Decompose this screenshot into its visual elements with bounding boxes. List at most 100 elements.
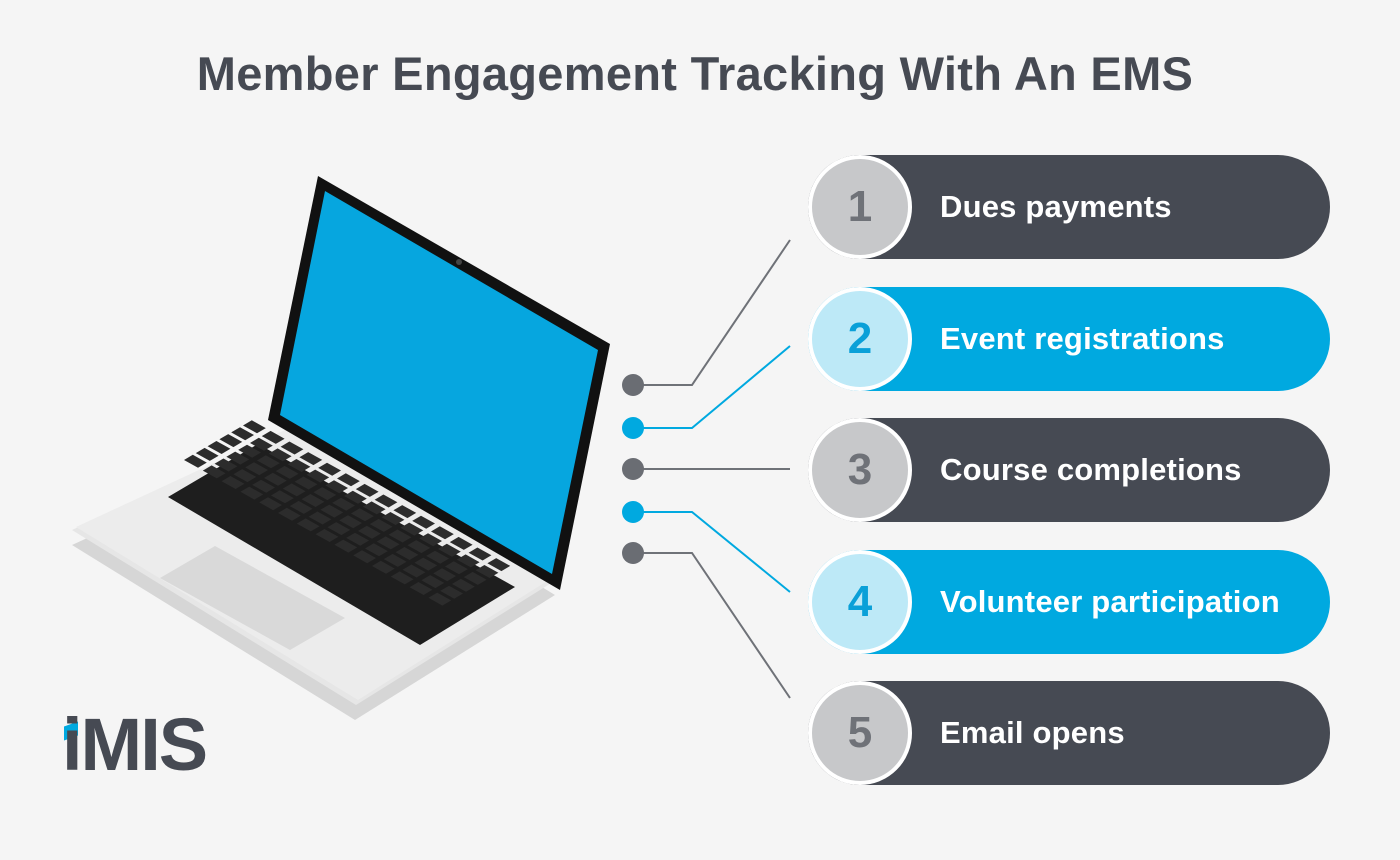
keyboard-key bbox=[207, 441, 231, 454]
keyboard-key bbox=[463, 571, 487, 585]
item-label: Dues payments bbox=[940, 189, 1172, 224]
keyboard-key bbox=[452, 578, 475, 592]
keyboard-key bbox=[250, 437, 273, 451]
keyboard-key bbox=[431, 526, 454, 540]
keyboard-key bbox=[282, 483, 306, 497]
keyboard-key bbox=[426, 550, 449, 564]
keyboard-key bbox=[299, 452, 323, 466]
keyboard-key bbox=[313, 487, 337, 501]
keyboard-key bbox=[318, 462, 341, 476]
connector-lines bbox=[622, 239, 791, 699]
keyboard-key bbox=[280, 441, 304, 455]
keyboard-key bbox=[287, 459, 311, 472]
keyboard-key bbox=[390, 571, 414, 585]
item-number-badge: 5 bbox=[808, 681, 912, 785]
item-number-badge: 1 bbox=[808, 155, 912, 259]
keyboard-key bbox=[421, 575, 445, 589]
keyboard-key bbox=[268, 448, 292, 462]
keyboard-key bbox=[257, 455, 280, 469]
keyboard-key bbox=[449, 536, 473, 550]
keyboard-key bbox=[332, 497, 355, 511]
keyboard-key bbox=[195, 447, 219, 461]
page-title: Member Engagement Tracking With An EMS bbox=[196, 47, 1194, 100]
keyboard-key bbox=[365, 543, 388, 557]
keyboard-key bbox=[407, 540, 431, 554]
keyboard-key bbox=[184, 454, 207, 468]
connector-dot-5 bbox=[622, 542, 644, 564]
keyboard-key bbox=[294, 476, 318, 490]
keyboard-key bbox=[383, 553, 407, 567]
keyboard-key bbox=[395, 547, 419, 560]
keyboard-key bbox=[306, 469, 330, 483]
keyboard-key bbox=[487, 558, 511, 572]
keyboard-key bbox=[358, 525, 381, 539]
keyboard-key bbox=[261, 430, 285, 444]
item-number-badge: 3 bbox=[808, 418, 912, 522]
engagement-item-3: 3 Course completions bbox=[808, 418, 1330, 522]
keyboard-key bbox=[374, 494, 398, 508]
keyboard-key bbox=[353, 550, 376, 564]
connector-line-5 bbox=[633, 552, 791, 699]
keyboard-key bbox=[278, 507, 301, 521]
laptop-screen bbox=[280, 191, 598, 574]
keyboard-keys bbox=[184, 420, 511, 606]
keyboard-key bbox=[445, 561, 468, 575]
keyboard-key bbox=[388, 529, 412, 543]
keyboard-key bbox=[214, 458, 238, 472]
keyboard-key bbox=[315, 529, 339, 542]
connector-dot-1 bbox=[622, 374, 644, 396]
laptop-icon bbox=[72, 176, 610, 720]
keyboard-key bbox=[402, 564, 426, 578]
keyboard-key bbox=[372, 560, 395, 574]
keyboard-key bbox=[412, 515, 435, 529]
keyboard-key bbox=[334, 539, 358, 553]
keyboard-key bbox=[219, 434, 243, 448]
connector-dot-3 bbox=[622, 458, 644, 480]
keyboard-key bbox=[414, 557, 438, 571]
keyboard-key bbox=[301, 494, 325, 507]
keyboard-key bbox=[428, 592, 452, 606]
connector-line-2 bbox=[633, 345, 791, 429]
keyboard-key bbox=[327, 522, 351, 536]
keyboard-key bbox=[325, 480, 348, 494]
keyboard-key bbox=[271, 490, 294, 504]
keyboard-key bbox=[438, 543, 461, 557]
keyboard-key bbox=[475, 565, 499, 578]
engagement-item-5: 5 Email opens bbox=[808, 681, 1330, 785]
item-label: Course completions bbox=[940, 452, 1242, 487]
item-number-badge: 2 bbox=[808, 287, 912, 391]
keyboard-key bbox=[296, 518, 320, 532]
keyboard-key bbox=[440, 585, 463, 599]
keyboard-key bbox=[289, 500, 313, 514]
keyboard-key bbox=[238, 444, 261, 458]
connector-dot-2 bbox=[622, 417, 644, 439]
item-label: Email opens bbox=[940, 715, 1125, 750]
keyboard-key bbox=[202, 465, 226, 479]
keyboard-key bbox=[226, 451, 250, 465]
keyboard-key bbox=[468, 547, 492, 561]
keyboard-key bbox=[337, 473, 360, 487]
connector-line-4 bbox=[633, 511, 791, 593]
connector-dot-4 bbox=[622, 501, 644, 523]
item-label: Volunteer participation bbox=[940, 584, 1280, 619]
laptop-trackpad bbox=[160, 546, 345, 650]
laptop-camera bbox=[456, 259, 462, 265]
keyboard-key bbox=[369, 518, 393, 532]
keyboard-key bbox=[433, 568, 456, 582]
keyboard-key bbox=[346, 532, 369, 546]
keyboard-key bbox=[221, 476, 245, 489]
keyboard-key bbox=[243, 420, 266, 434]
item-number-badge: 4 bbox=[808, 550, 912, 654]
keyboard-key bbox=[231, 427, 254, 441]
keyboard-key bbox=[275, 465, 299, 479]
keyboard-key bbox=[400, 522, 424, 536]
imis-logo: iMIS bbox=[62, 703, 208, 786]
keyboard-key bbox=[344, 490, 367, 504]
keyboard-key bbox=[362, 501, 386, 515]
keyboard-key bbox=[240, 486, 264, 500]
keyboard-key bbox=[393, 505, 417, 519]
keyboard-key bbox=[355, 483, 379, 497]
connector-line-1 bbox=[633, 239, 791, 386]
